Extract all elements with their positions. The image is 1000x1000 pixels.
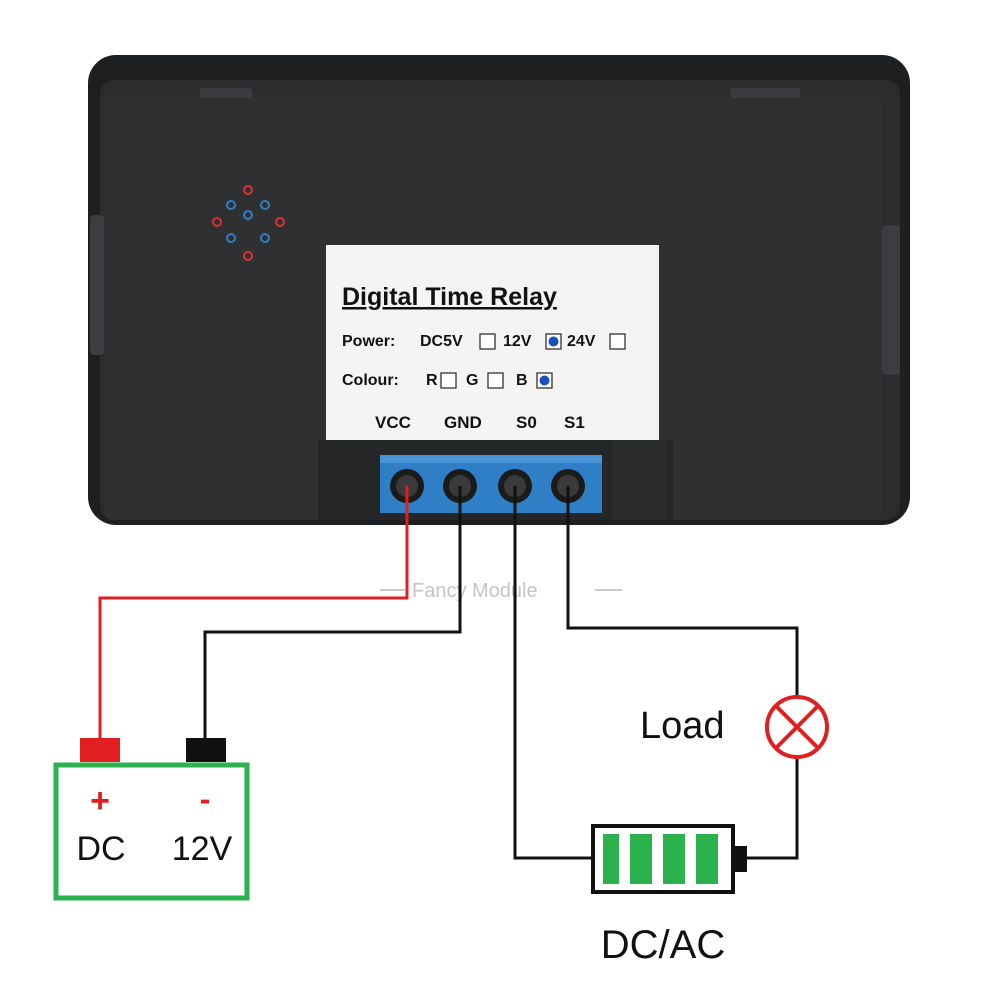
source-cell-3 [663, 834, 685, 884]
battery-dc-label: DC [76, 830, 125, 868]
housing-clip-left [200, 88, 252, 98]
wire-s0-source [513, 486, 598, 860]
terminal-label-gnd: GND [444, 413, 482, 432]
terminal-block-top [380, 455, 602, 463]
side-latch-left [90, 215, 104, 355]
power-checkbox-12v-mark [548, 336, 559, 347]
battery-body [53, 762, 250, 901]
power-option-12v: 12V [503, 333, 532, 350]
terminal-label-vcc: VCC [375, 413, 411, 432]
battery-12v-label: 12V [172, 830, 233, 868]
load-lamp: Load [640, 695, 829, 759]
power-label: Power: [342, 333, 395, 350]
terminal-label-s1: S1 [564, 413, 585, 432]
housing-foot-right [612, 440, 667, 520]
battery-negative-terminal [186, 738, 226, 762]
dc-ac-source: DC/AC [591, 824, 747, 967]
relay-module: Digital Time Relay Power: DC5V 12V 24V C… [88, 55, 910, 525]
watermark-logo [212, 185, 285, 261]
watermark-text: Fancy Module [412, 580, 538, 602]
wire-gnd-negative [203, 486, 462, 742]
source-cell-4 [696, 834, 718, 884]
power-option-dc5v: DC5V [420, 333, 463, 350]
colour-label: Colour: [342, 372, 399, 389]
colour-option-b: B [516, 372, 528, 389]
label-title: Digital Time Relay [342, 283, 557, 311]
lamp-cross-2 [774, 704, 820, 750]
colour-checkbox-g [487, 372, 504, 389]
colour-option-r: R [426, 372, 438, 389]
battery-positive-terminal [80, 738, 120, 762]
power-option-24v: 24V [567, 333, 596, 350]
colour-checkbox-r [440, 372, 457, 389]
dc-12v-battery: + - DC 12V [53, 738, 250, 901]
source-terminal [733, 846, 747, 872]
housing-clip-right [730, 88, 800, 98]
load-label: Load [640, 705, 725, 747]
power-checkbox-dc5v [479, 333, 496, 350]
battery-plus-sign: + [90, 782, 110, 820]
battery-minus-sign: - [200, 781, 211, 817]
terminal-label-s0: S0 [516, 413, 537, 432]
source-cell-1 [603, 834, 619, 884]
source-cell-2 [630, 834, 652, 884]
colour-checkbox-b-mark [539, 375, 550, 386]
side-latch-right [882, 225, 900, 375]
wire-vcc-positive [98, 486, 409, 742]
power-checkbox-24v [609, 333, 626, 350]
colour-option-g: G [466, 372, 478, 389]
wire-load-source [745, 758, 799, 860]
wire-s1-load [566, 486, 799, 697]
source-label: DC/AC [601, 923, 725, 967]
